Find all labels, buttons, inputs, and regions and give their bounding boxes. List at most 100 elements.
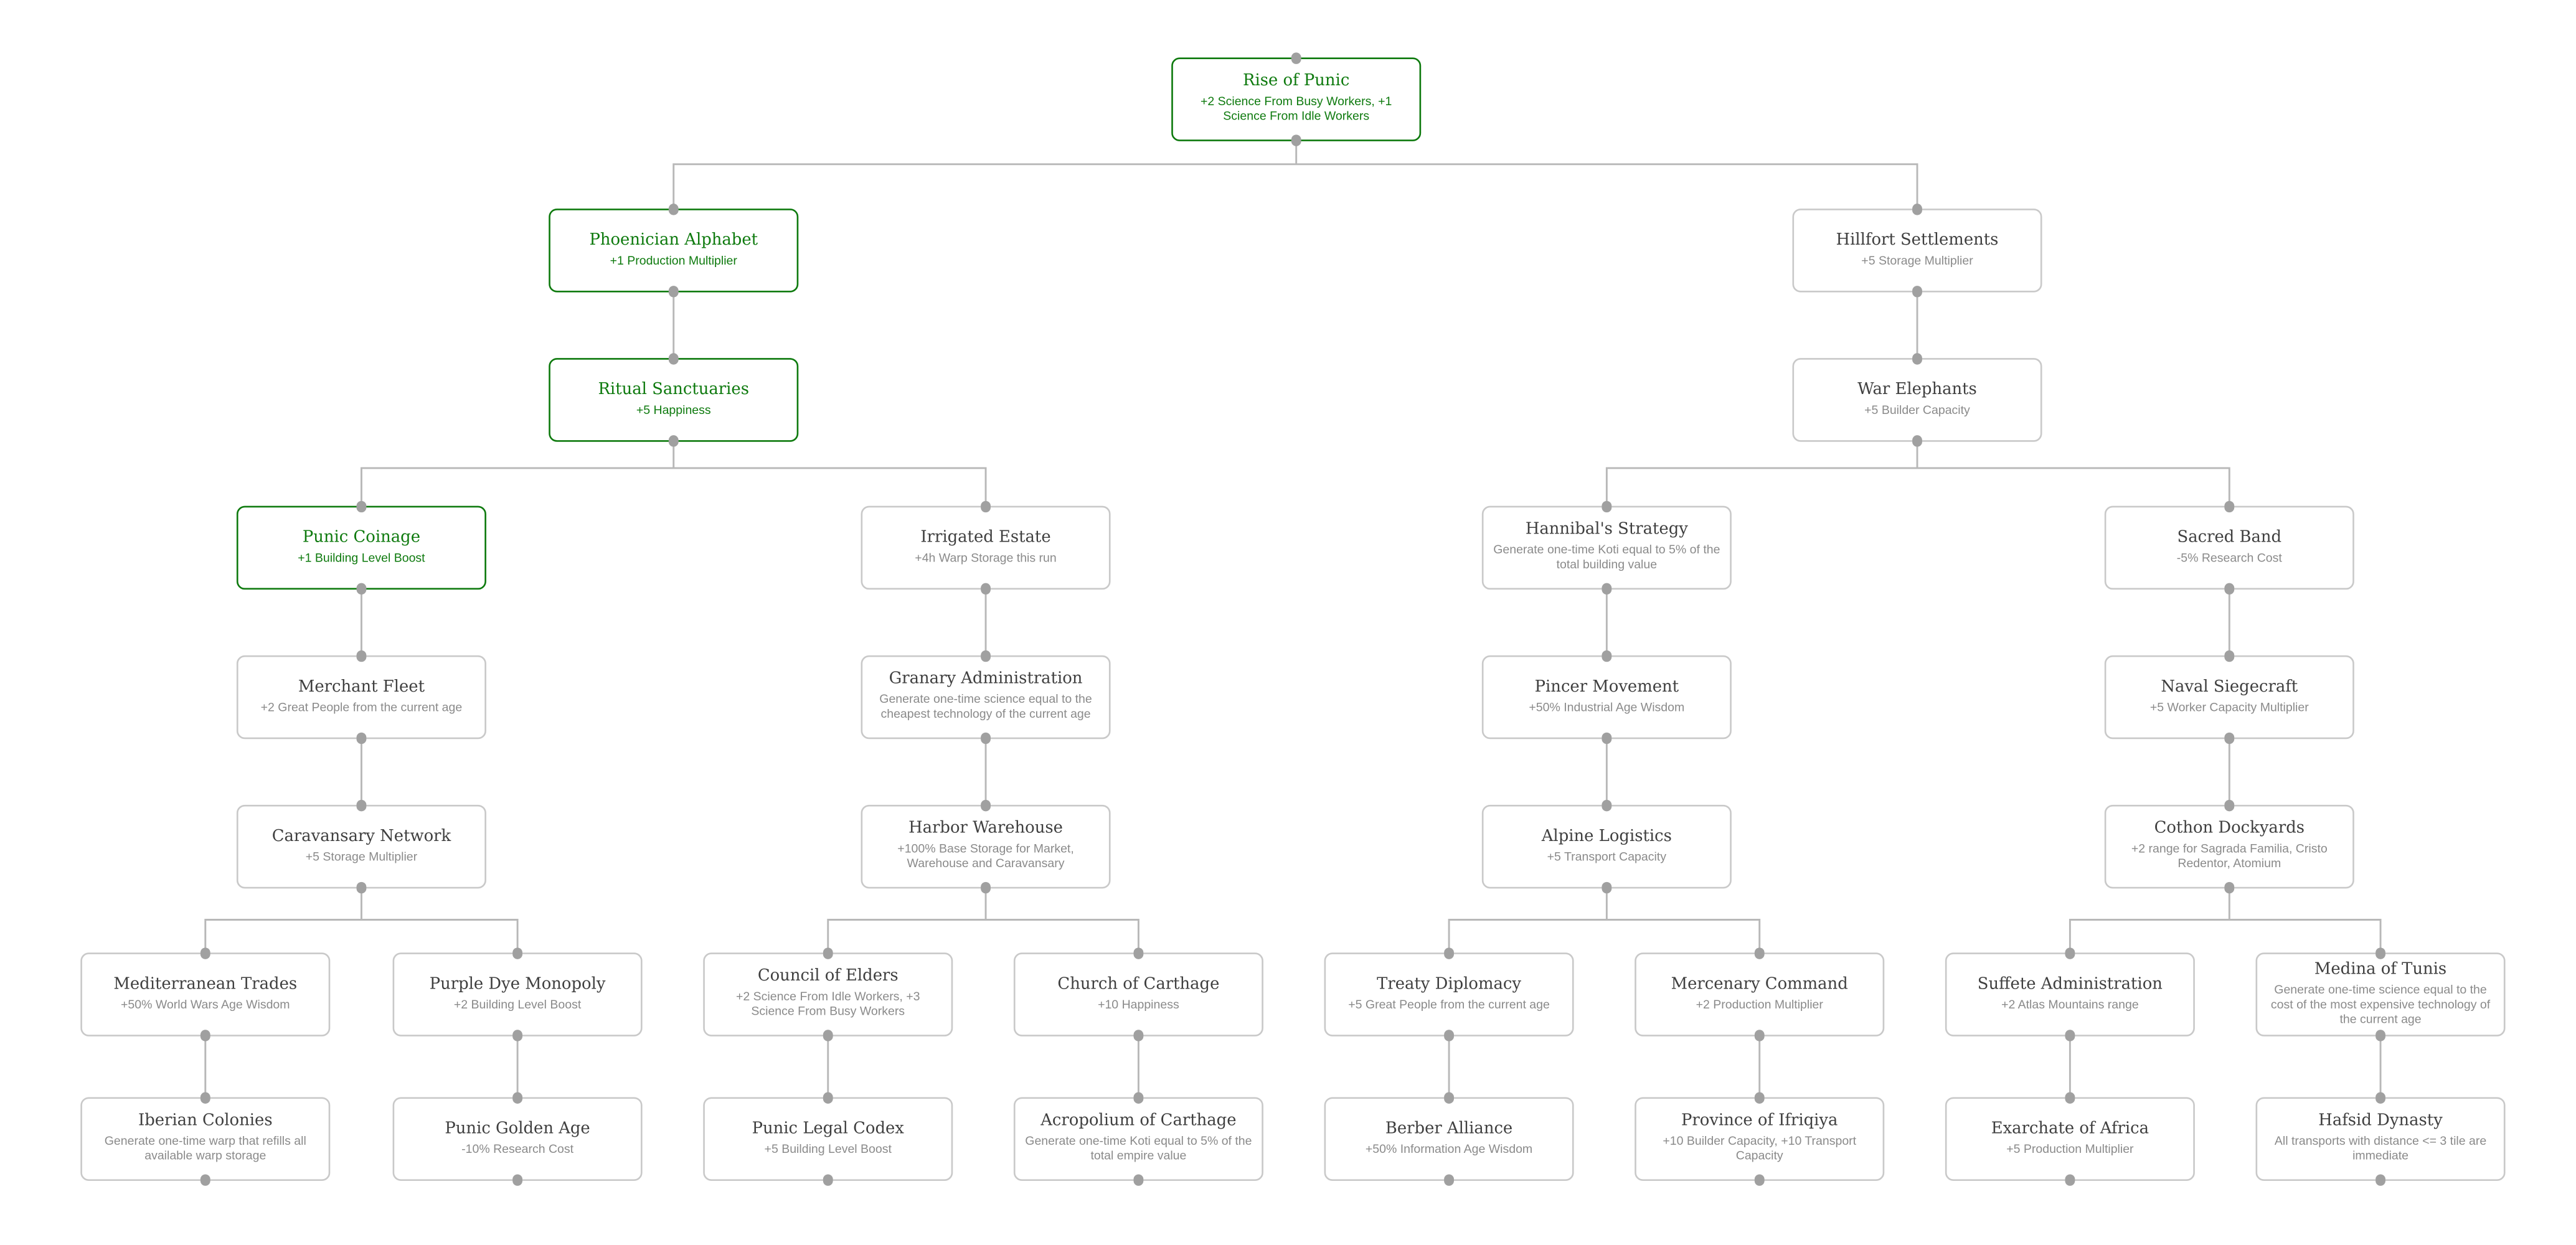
node-effect: +10 Builder Capacity, +10 Transport Capa… xyxy=(1663,1134,1857,1164)
node-effect: +2 Building Level Boost xyxy=(453,997,582,1012)
node-title: Cothon Dockyards xyxy=(2154,820,2305,839)
node-effect: +5 Happiness xyxy=(636,402,711,417)
node-title: Council of Elders xyxy=(757,967,899,986)
node-title: Purple Dye Monopoly xyxy=(429,975,606,994)
node-war-elephants[interactable]: War Elephants +5 Builder Capacity xyxy=(1792,354,2042,446)
node-punic-golden-age[interactable]: Punic Golden Age -10% Research Cost xyxy=(392,1092,643,1185)
branch-connectors xyxy=(204,141,2382,953)
node-title: Irrigated Estate xyxy=(920,529,1051,547)
node-naval-siegecraft[interactable]: Naval Siegecraft +5 Worker Capacity Multi… xyxy=(2104,651,2354,744)
node-title: Punic Legal Codex xyxy=(752,1120,904,1139)
node-title: Punic Coinage xyxy=(302,529,421,547)
node-title: Naval Siegecraft xyxy=(2161,678,2298,697)
node-effect: +5 Production Multiplier xyxy=(2006,1141,2134,1157)
node-province-of-ifriqiya[interactable]: Province of Ifriqiya +10 Builder Capacity… xyxy=(1635,1092,1885,1185)
node-ritual-sanctuaries[interactable]: Ritual Sanctuaries +5 Happiness xyxy=(549,354,799,446)
node-title: War Elephants xyxy=(1857,380,1977,399)
node-church-of-carthage[interactable]: Church of Carthage +10 Happiness xyxy=(1013,948,1263,1041)
node-effect: All transports with distance <= 3 tile a… xyxy=(2274,1134,2487,1164)
node-title: Phoenician Alphabet xyxy=(589,231,758,250)
node-effect: +5 Worker Capacity Multiplier xyxy=(2149,699,2309,715)
node-alpine-logistics[interactable]: Alpine Logistics +5 Transport Capacity xyxy=(1481,800,1732,893)
node-harbor-warehouse[interactable]: Harbor Warehouse +100% Base Storage for M… xyxy=(861,800,1111,893)
node-effect: +5 Building Level Boost xyxy=(764,1141,892,1157)
node-title: Suffete Administration xyxy=(1977,975,2163,994)
node-merchant-fleet[interactable]: Merchant Fleet +2 Great People from the c… xyxy=(236,651,486,744)
node-title: Iberian Colonies xyxy=(138,1112,273,1131)
node-effect: +2 Science From Idle Workers, +3 Science… xyxy=(736,989,920,1020)
node-pincer-movement[interactable]: Pincer Movement+50% Industrial Age Wisdo… xyxy=(1481,651,1732,744)
node-title: Merchant Fleet xyxy=(298,678,425,697)
node-phoenician-alphabet[interactable]: Phoenician Alphabet +1 Production Multipl… xyxy=(549,204,799,297)
node-caravansary-network[interactable]: Caravansary Network +5 Storage Multiplier xyxy=(236,800,486,893)
node-title: Alpine Logistics xyxy=(1541,827,1672,846)
node-title: Punic Golden Age xyxy=(445,1120,590,1139)
node-mediterranean-trades[interactable]: Mediterranean Trades +50% World Wars Age … xyxy=(80,948,331,1041)
node-punic-legal-codex[interactable]: Punic Legal Codex +5 Building Level Boost xyxy=(703,1092,953,1185)
node-effect: +5 Builder Capacity xyxy=(1864,402,1970,417)
node-effect: +100% Base Storage for Market, Warehouse… xyxy=(897,841,1074,872)
node-effect: +50% Industrial Age Wisdom xyxy=(1529,699,1685,715)
node-title: Hafsid Dynasty xyxy=(2318,1112,2443,1131)
node-title: Rise of Punic xyxy=(1243,72,1350,92)
node-effect: +50% World Wars Age Wisdom xyxy=(121,997,290,1012)
node-suffete-administration[interactable]: Suffete Administration +2 Atlas Mountains… xyxy=(1945,948,2195,1041)
node-effect: Generate one-time Koti equal to 5% of th… xyxy=(1025,1134,1252,1164)
node-hillfort-settlements[interactable]: Hillfort Settlements +5 Storage Multiplie… xyxy=(1792,204,2042,297)
node-title: Caravansary Network xyxy=(271,827,451,846)
node-title: Treaty Diplomacy xyxy=(1377,975,1521,994)
node-effect: +5 Storage Multiplier xyxy=(1861,253,1973,268)
node-title: Hannibal's Strategy xyxy=(1525,521,1688,540)
node-effect: +10 Happiness xyxy=(1098,997,1179,1012)
node-effect: Generate one-time science equal to the c… xyxy=(879,692,1092,722)
node-berber-alliance[interactable]: Berber Alliance+50% Information Age Wisd… xyxy=(1324,1092,1574,1185)
node-title: Mediterranean Trades xyxy=(113,975,298,994)
node-title: Granary Administration xyxy=(889,670,1083,689)
node-title: Church of Carthage xyxy=(1057,975,1220,994)
node-effect: Generate one-time science equal to the c… xyxy=(2270,982,2491,1027)
node-effect: +2 Atlas Mountains range xyxy=(2001,997,2139,1012)
node-sacred-band[interactable]: Sacred Band -5% Research Cost xyxy=(2104,501,2354,594)
node-title: Acropolium of Carthage xyxy=(1040,1112,1237,1131)
node-title: Mercenary Command xyxy=(1671,975,1848,994)
node-title: Medina of Tunis xyxy=(2314,960,2447,979)
node-exarchate-of-africa[interactable]: Exarchate of Africa +5 Production Multipl… xyxy=(1945,1092,2195,1185)
node-effect: +2 range for Sagrada Familia, Cristo Red… xyxy=(2131,841,2328,872)
node-irrigated-estate[interactable]: Irrigated Estate +4h Warp Storage this ru… xyxy=(861,501,1111,594)
node-effect: -10% Research Cost xyxy=(461,1141,574,1157)
node-title: Hillfort Settlements xyxy=(1836,231,1999,250)
node-title: Sacred Band xyxy=(2177,529,2282,547)
node-effect: Generate one-time warp that refills all … xyxy=(104,1134,306,1164)
node-effect: +2 Production Multiplier xyxy=(1696,997,1823,1012)
node-effect: +5 Storage Multiplier xyxy=(305,848,418,864)
node-effect: -5% Research Cost xyxy=(2176,550,2282,565)
node-punic-coinage[interactable]: Punic Coinage +1 Building Level Boost xyxy=(236,501,486,594)
node-effect: +2 Great People from the current age xyxy=(260,699,463,715)
node-treaty-diplomacy[interactable]: Treaty Diplomacy +5 Great People from the… xyxy=(1324,948,1574,1041)
node-effect: +4h Warp Storage this run xyxy=(915,550,1057,565)
node-rise-of-punic[interactable]: Rise of Punic+2 Science From Busy Worker… xyxy=(1171,53,1422,146)
node-title: Berber Alliance xyxy=(1385,1120,1513,1139)
node-title: Province of Ifriqiya xyxy=(1681,1112,1838,1131)
node-mercenary-command[interactable]: Mercenary Command +2 Production Multiplie… xyxy=(1635,948,1885,1041)
straight-connectors xyxy=(204,292,2382,1097)
node-effect: +1 Production Multiplier xyxy=(610,253,737,268)
node-effect: +5 Great People from the current age xyxy=(1348,997,1550,1012)
node-cothon-dockyards[interactable]: Cothon Dockyards +2 range for Sagrada Fam… xyxy=(2104,800,2354,893)
node-council-of-elders[interactable]: Council of Elders +2 Science From Idle Wo… xyxy=(703,948,953,1041)
node-purple-dye-monopoly[interactable]: Purple Dye Monopoly +2 Building Level Boo… xyxy=(392,948,643,1041)
node-title: Exarchate of Africa xyxy=(1991,1120,2149,1139)
node-effect: +5 Transport Capacity xyxy=(1547,848,1666,864)
node-title: Harbor Warehouse xyxy=(908,820,1063,839)
node-effect: Generate one-time Koti equal to 5% of th… xyxy=(1493,542,1720,573)
node-effect: +1 Building Level Boost xyxy=(298,550,425,565)
node-title: Ritual Sanctuaries xyxy=(598,380,750,399)
